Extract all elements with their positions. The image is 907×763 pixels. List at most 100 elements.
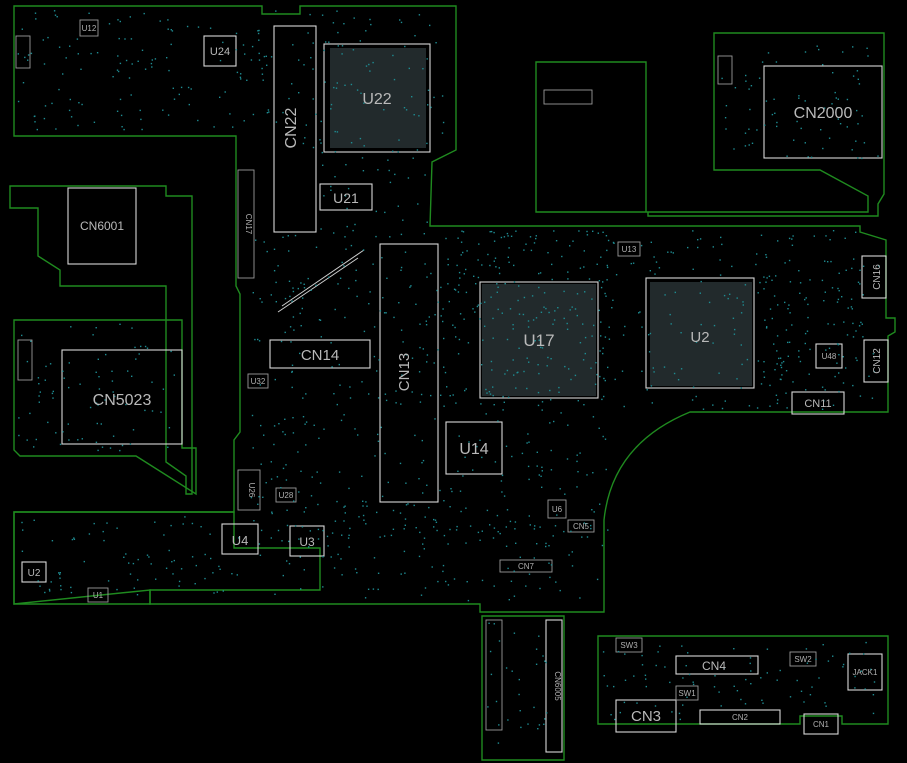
via — [385, 312, 387, 314]
via — [459, 313, 462, 315]
chip-u21 — [319, 183, 373, 211]
via — [336, 10, 338, 12]
via — [369, 291, 371, 293]
via — [151, 410, 154, 412]
via — [670, 251, 672, 253]
via — [301, 526, 304, 528]
via — [162, 388, 165, 390]
via — [836, 107, 838, 109]
via — [755, 263, 757, 266]
via — [487, 706, 489, 708]
via — [798, 95, 800, 97]
via — [632, 262, 635, 264]
via — [532, 319, 535, 321]
via — [424, 587, 427, 589]
via — [352, 49, 355, 51]
via — [405, 354, 408, 356]
via — [218, 565, 220, 568]
via — [441, 132, 444, 134]
via — [841, 296, 843, 298]
via — [490, 673, 493, 676]
via — [341, 53, 343, 55]
via — [548, 562, 550, 564]
via — [855, 330, 857, 332]
connector-cn11 — [791, 391, 845, 415]
via — [550, 358, 552, 360]
via — [605, 295, 607, 297]
via — [340, 419, 343, 422]
via — [330, 556, 332, 558]
via — [151, 66, 153, 68]
via — [605, 235, 608, 237]
via — [377, 440, 380, 442]
connector-cn5023 — [61, 349, 183, 445]
via — [136, 594, 139, 596]
via — [305, 444, 307, 446]
via — [877, 155, 879, 157]
via — [535, 237, 537, 240]
via — [363, 330, 366, 333]
via — [36, 128, 38, 131]
via — [138, 353, 140, 355]
via — [235, 32, 238, 35]
via — [384, 452, 386, 455]
via — [757, 360, 760, 362]
via — [796, 679, 798, 682]
via — [596, 373, 598, 376]
via — [452, 324, 454, 326]
via — [277, 529, 280, 532]
via — [327, 545, 329, 547]
via — [822, 147, 824, 150]
via — [548, 545, 550, 547]
via — [776, 335, 779, 337]
via — [831, 287, 834, 289]
via — [116, 69, 119, 71]
via — [78, 102, 80, 104]
via — [243, 120, 245, 122]
via — [213, 592, 215, 594]
via — [303, 511, 305, 513]
via — [383, 535, 386, 537]
via — [411, 391, 413, 393]
via — [748, 405, 751, 407]
via — [154, 58, 157, 60]
via — [785, 329, 788, 331]
via — [821, 408, 824, 410]
via — [287, 235, 289, 237]
via — [544, 718, 546, 720]
via — [799, 292, 801, 294]
via — [170, 350, 172, 353]
via — [261, 67, 263, 70]
via — [604, 336, 607, 338]
via — [137, 579, 139, 581]
via — [403, 550, 406, 553]
via — [571, 551, 573, 553]
chip-u8 — [543, 89, 593, 105]
bga-u22-grid — [330, 48, 426, 148]
via — [510, 235, 513, 237]
via — [810, 156, 813, 158]
via — [617, 650, 620, 653]
via — [518, 693, 520, 696]
via — [832, 404, 835, 406]
label-u2x: U2 — [690, 329, 709, 346]
via — [804, 51, 807, 53]
via — [93, 121, 96, 123]
via — [506, 509, 509, 511]
via — [538, 635, 540, 637]
via — [137, 60, 139, 62]
via — [851, 308, 853, 310]
via — [255, 239, 257, 241]
via — [403, 107, 406, 109]
via — [766, 326, 768, 328]
via — [477, 531, 480, 534]
via — [458, 284, 460, 286]
via — [42, 39, 44, 41]
via — [845, 269, 847, 271]
via — [188, 103, 190, 106]
via — [534, 340, 536, 342]
via — [477, 276, 480, 279]
via — [733, 685, 735, 687]
via — [769, 405, 771, 407]
via — [383, 109, 385, 111]
